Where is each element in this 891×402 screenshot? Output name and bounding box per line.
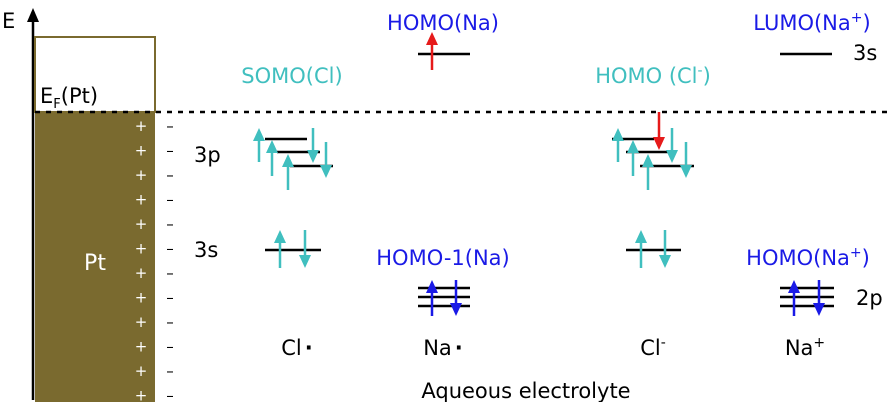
negative-charge: –: [166, 313, 174, 331]
electrode-filled-states: [35, 112, 155, 402]
spin-up-arrow: [642, 154, 654, 190]
orbital-label-3p: 3p: [194, 143, 221, 167]
positive-charge: +: [135, 142, 148, 160]
positive-charge: +: [135, 387, 148, 402]
label-somo-cl: SOMO(Cl): [241, 64, 342, 88]
positive-charge: +: [135, 362, 148, 380]
negative-charge: –: [166, 338, 174, 356]
spin-up-arrow: [266, 140, 278, 176]
spin-up-arrow: [612, 128, 624, 162]
species-na-cation: Na+: [785, 335, 825, 360]
negative-charge: –: [166, 215, 174, 233]
spin-up-arrow: [274, 230, 286, 268]
positive-charge: +: [135, 313, 148, 331]
orbital-label-3s: 3s: [194, 238, 218, 262]
energy-levels: [253, 32, 834, 316]
orbital-label-3s-na: 3s: [853, 41, 877, 65]
caption-aqueous-electrolyte: Aqueous electrolyte: [421, 379, 630, 402]
electrode-label: Pt: [84, 251, 106, 276]
positive-charge: +: [135, 191, 148, 209]
negative-charge: –: [166, 117, 174, 135]
positive-charge: +: [135, 117, 148, 135]
fermi-level-label: EF(Pt): [40, 84, 98, 112]
negative-charge: –: [166, 240, 174, 258]
spin-up-arrow: [627, 140, 639, 176]
species-na-radical: Na·: [423, 336, 463, 360]
label-homo1-na: HOMO-1(Na): [376, 246, 509, 270]
negative-charge: –: [166, 362, 174, 380]
spin-up-arrow: [426, 280, 438, 316]
orbital-label-2p: 2p: [856, 286, 883, 310]
spin-down-arrow: [813, 280, 825, 316]
negative-charge: –: [166, 264, 174, 282]
negative-charge: –: [166, 166, 174, 184]
spin-up-arrow: [253, 128, 265, 162]
energy-axis-label: E: [2, 9, 15, 33]
spin-up-arrow-highlight: [426, 32, 438, 70]
negative-charge: –: [166, 142, 174, 160]
positive-charge: +: [135, 215, 148, 233]
positive-charge: +: [135, 264, 148, 282]
negative-charge: –: [166, 289, 174, 307]
positive-charge: +: [135, 166, 148, 184]
spin-down-arrow: [666, 128, 678, 163]
spin-down-arrow: [659, 230, 671, 268]
label-homo-na-plus: HOMO(Na+): [746, 245, 870, 270]
spin-up-arrow: [788, 280, 800, 316]
positive-charge: +: [135, 338, 148, 356]
spin-down-arrow: [307, 128, 319, 163]
negative-charge: –: [166, 191, 174, 209]
label-homo-cl-minus: HOMO (Cl-): [595, 63, 711, 88]
positive-charge: +: [135, 240, 148, 258]
spin-up-arrow: [635, 230, 647, 268]
negative-charge: –: [166, 387, 174, 402]
label-homo-na: HOMO(Na): [387, 11, 499, 35]
spin-down-arrow: [320, 142, 332, 178]
spin-down-arrow: [680, 142, 692, 178]
energy-axis-arrowhead: [27, 8, 39, 22]
positive-charge: +: [135, 289, 148, 307]
spin-down-arrow-highlight: [653, 112, 665, 150]
spin-down-arrow: [450, 280, 462, 316]
species-cl-radical: Cl·: [281, 336, 312, 360]
spin-up-arrow: [282, 154, 294, 190]
species-cl-anion: Cl-: [640, 335, 666, 360]
spin-down-arrow: [299, 230, 311, 268]
double-layer-charges: +–+–+–+–+–+–+–+–+–+–+–+–: [135, 117, 174, 402]
label-lumo-na-plus: LUMO(Na+): [753, 10, 870, 35]
